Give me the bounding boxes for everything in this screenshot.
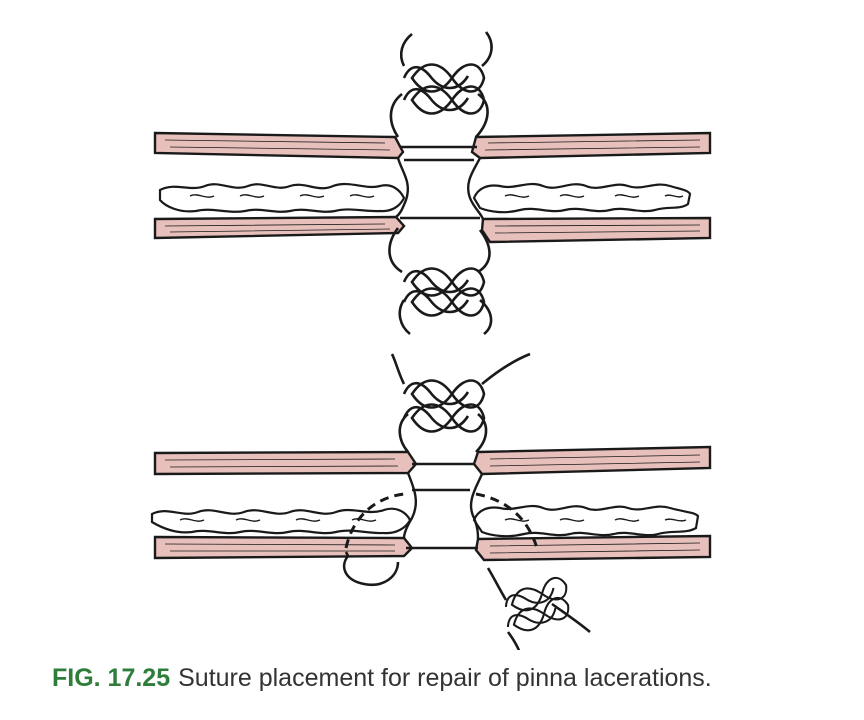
top-left-skin-lower: [153, 215, 406, 240]
top-wound-edges: [395, 157, 485, 220]
bottom-right-skin-upper: [472, 445, 712, 476]
top-left-tissue: [153, 131, 406, 240]
bottom-left-tissue: [150, 450, 418, 560]
bottom-wound-edges: [402, 472, 484, 540]
top-left-skin-upper: [153, 131, 405, 160]
bottom-buried-suture-path: [344, 492, 540, 553]
figure-label: FIG. 17.25: [52, 664, 171, 692]
bottom-right-tissue: [472, 445, 712, 562]
top-panel: [153, 31, 712, 336]
bottom-right-cartilage: [472, 504, 700, 538]
top-right-tissue: [470, 131, 712, 244]
bottom-left-skin-upper: [153, 450, 418, 476]
bottom-left-skin-lower: [153, 535, 414, 560]
bottom-right-skin-lower: [474, 534, 712, 562]
figure-caption-text: Suture placement for repair of pinna lac…: [178, 664, 712, 692]
top-right-skin-upper: [470, 131, 712, 160]
bottom-panel: [150, 352, 712, 650]
top-right-skin-lower: [480, 216, 712, 244]
suture-diagram: [150, 31, 712, 650]
top-left-cartilage: [158, 182, 406, 213]
top-right-cartilage: [472, 182, 692, 214]
top-lower-knot-2: [402, 287, 486, 317]
